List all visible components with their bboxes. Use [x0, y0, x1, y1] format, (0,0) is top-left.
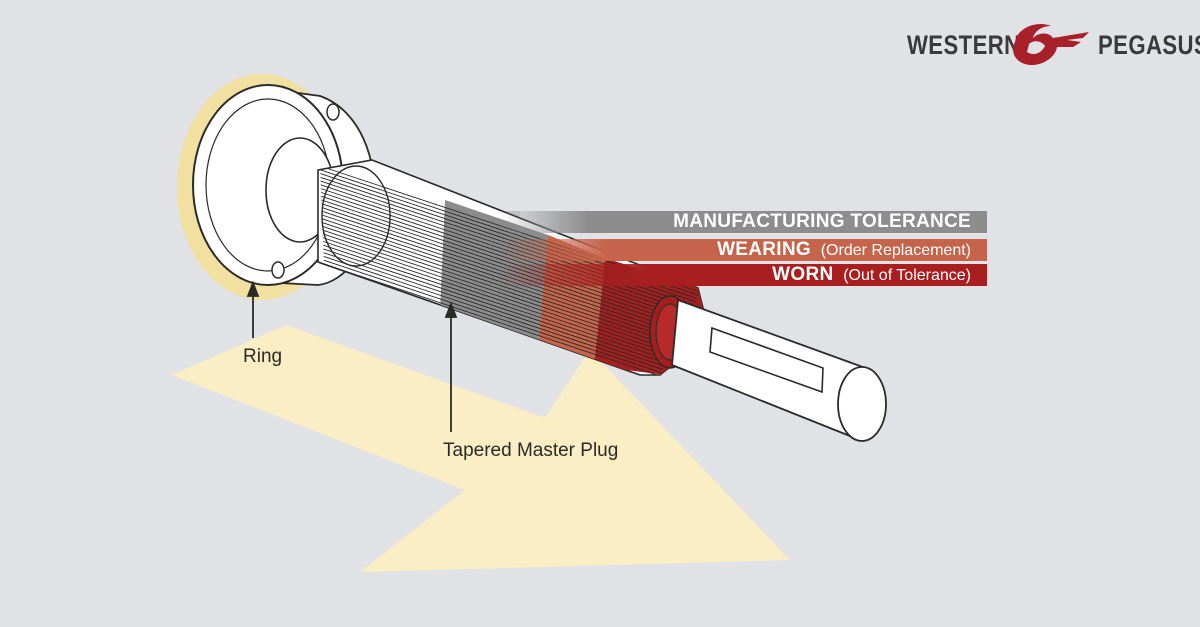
brand-word-right: PEGASUS	[1098, 30, 1200, 60]
spline-line	[323, 248, 667, 364]
spline-line	[323, 244, 668, 361]
plug-callout-arrow	[444, 301, 458, 432]
band-worn: WORN (Out of Tolerance)	[500, 264, 987, 286]
plug-label: Tapered Master Plug	[443, 440, 619, 461]
bolt-hole	[271, 261, 285, 279]
direction-arrow	[172, 325, 790, 572]
spline-line	[322, 240, 670, 358]
spline-line	[323, 256, 664, 370]
spline-line	[322, 233, 673, 351]
band-manufacturing-tolerance: MANUFACTURING TOLERANCE	[500, 211, 987, 233]
band-note: (Out of Tolerance)	[838, 267, 971, 284]
band-label: WEARING	[717, 239, 811, 260]
brand-logo: WESTERN PEGASUS	[905, 20, 1200, 70]
spline-line	[323, 259, 662, 374]
band-label: WORN	[772, 264, 834, 285]
plug-handle	[671, 298, 887, 442]
ring-label: Ring	[243, 346, 283, 367]
band-note: (Order Replacement)	[816, 242, 971, 259]
pegasus-icon	[1013, 23, 1089, 66]
band-wearing: WEARING (Order Replacement)	[500, 239, 987, 261]
bolt-hole	[326, 103, 340, 121]
band-label: MANUFACTURING TOLERANCE	[673, 211, 971, 232]
spline-line	[322, 222, 678, 341]
spline-line	[322, 237, 671, 354]
spline-line	[322, 225, 676, 345]
spline-line	[323, 263, 661, 375]
brand-word-left: WESTERN	[907, 30, 1021, 60]
spline-line	[323, 252, 665, 367]
ring-callout-arrow	[246, 280, 260, 338]
spline-line	[321, 203, 685, 325]
